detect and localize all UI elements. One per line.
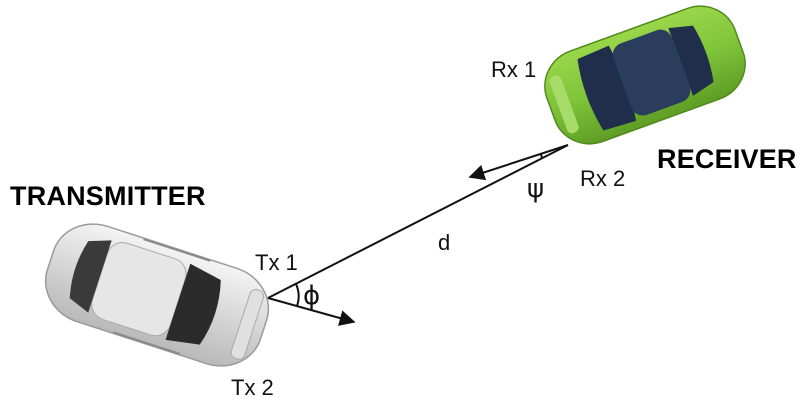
- tx1-label: Tx 1: [255, 250, 298, 275]
- tx-boresight-arrow: [267, 297, 356, 326]
- receiver-car: [544, 5, 746, 145]
- distance-label: d: [438, 230, 451, 255]
- angle-arc-phi: [295, 283, 300, 307]
- rx1-label: Rx 1: [491, 57, 537, 82]
- psi-label: ψ: [527, 174, 545, 204]
- receiver-label: RECEIVER: [657, 144, 797, 174]
- transmitter-label: TRANSMITTER: [10, 181, 206, 211]
- rx2-label: Rx 2: [580, 166, 626, 191]
- phi-label: ϕ: [303, 281, 321, 311]
- transmitter-car: [44, 223, 270, 367]
- tx2-label: Tx 2: [231, 375, 274, 400]
- angle-arc-psi: [540, 153, 543, 159]
- rx-boresight-arrow: [468, 144, 569, 181]
- distance-line: [267, 144, 569, 299]
